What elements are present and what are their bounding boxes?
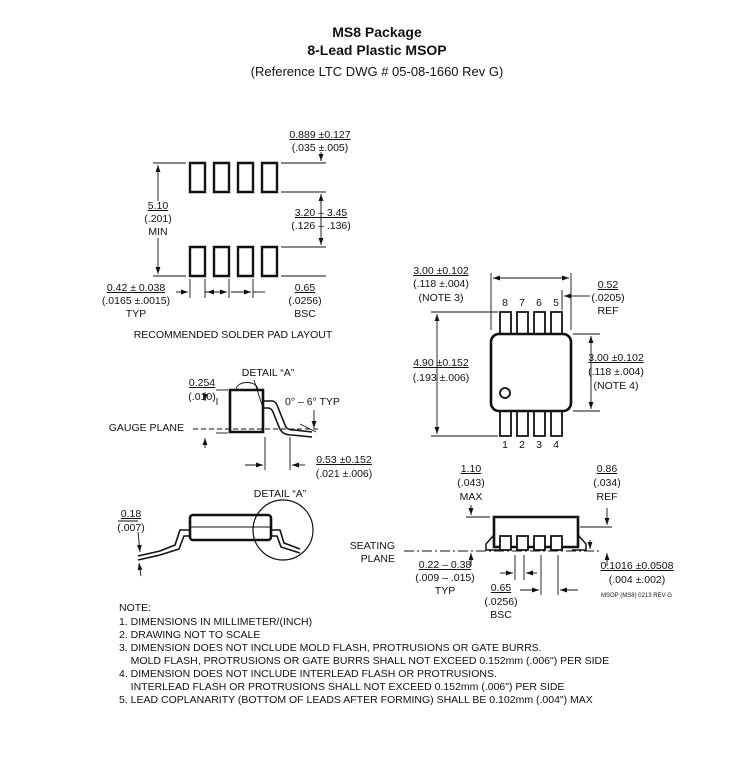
note-line: 4. DIMENSION DOES NOT INCLUDE INTERLEAD … [119, 668, 497, 680]
pin-label: 5 [553, 297, 559, 309]
solder-pad-layout [153, 152, 326, 298]
note-line: 5. LEAD COPLANARITY (BOTTOM OF LEADS AFT… [119, 694, 593, 706]
pad-width-mm: 0.889 ±0.127 [289, 129, 351, 141]
side-thick-in: (.007) [117, 522, 145, 534]
height-in: (.043) [457, 477, 485, 489]
pin-label: 4 [553, 439, 559, 451]
detail-a-label: DETAIL “A” [241, 367, 295, 379]
length-mm: 4.90 ±0.152 [413, 357, 469, 369]
lead-in: (.0205) [591, 292, 625, 304]
side-thick-mm: 0.18 [120, 508, 142, 520]
note-line: 3. DIMENSION DOES NOT INCLUDE MOLD FLASH… [119, 642, 542, 654]
body-note: (NOTE 4) [593, 380, 639, 392]
end-pitch-mm: 0.65 [490, 582, 512, 594]
lead-width-mm: 0.42 ± 0.038 [106, 282, 166, 294]
pad [214, 163, 229, 192]
end-pitch-in: (.0256) [484, 596, 518, 608]
lead-mm: 0.52 [597, 279, 619, 291]
seating-label-1: SEATING [349, 540, 395, 552]
standoff-ref: REF [596, 491, 618, 503]
package-title: MS8 Package [332, 24, 422, 40]
gauge-plane-label: GAUGE PLANE [108, 422, 184, 434]
pad [262, 247, 277, 276]
detail-thick-mm: 0.254 [188, 377, 216, 389]
detail-thick-in: (.010) [188, 391, 216, 403]
lead-width-range-typ: TYP [434, 585, 456, 597]
notes-heading: NOTE: [119, 602, 152, 614]
side-view [118, 500, 313, 576]
span-in: (.201) [144, 213, 172, 225]
pin-label: 8 [502, 297, 508, 309]
foot-in: (.021 ±.006) [315, 468, 373, 480]
pad [190, 247, 205, 276]
pad [238, 247, 253, 276]
pad [238, 163, 253, 192]
offset-mm: 0.1016 ±0.0508 [600, 560, 674, 572]
angle-label: 0° – 6° TYP [285, 396, 340, 408]
lead-width-range-mm: 0.22 – 0.38 [418, 559, 472, 571]
note-line: 2. DRAWING NOT TO SCALE [119, 629, 261, 641]
height-mm: 1.10 [460, 463, 482, 475]
note-line: 1. DIMENSIONS IN MILLIMETER/(INCH) [119, 616, 313, 628]
note-line: MOLD FLASH, PROTRUSIONS OR GATE BURRS SH… [119, 655, 610, 667]
lead-ref: REF [597, 305, 619, 317]
pad [262, 163, 277, 192]
span-mm: 5.10 [147, 200, 169, 212]
standoff-mm: 0.86 [596, 463, 618, 475]
detail-a-section [193, 380, 320, 470]
pin-label: 2 [519, 439, 525, 451]
side-detail-label: DETAIL “A” [253, 488, 307, 500]
pin-label: 3 [536, 439, 542, 451]
end-view [404, 505, 612, 595]
body-in: (.118 ±.004) [588, 366, 644, 378]
end-pitch-bsc: BSC [490, 609, 512, 621]
pad-layout-caption: RECOMMENDED SOLDER PAD LAYOUT [133, 329, 333, 341]
width-in: (.118 ±.004) [413, 278, 469, 290]
lead-width-in: (.0165 ±.0015) [101, 295, 171, 307]
pad-width-in: (.035 ±.005) [291, 142, 349, 154]
pin-label: 6 [536, 297, 542, 309]
pin-label: 1 [502, 439, 508, 451]
pin1-indicator [500, 388, 510, 398]
pitch-in: (.0256) [288, 295, 322, 307]
offset-in: (.004 ±.002) [608, 574, 666, 586]
length-in: (.193 ±.006) [412, 372, 470, 384]
width-note: (NOTE 3) [418, 292, 464, 304]
body-mm: 3.00 ±0.102 [588, 352, 644, 364]
reference-drawing: (Reference LTC DWG # 05-08-1660 Rev G) [250, 64, 504, 79]
pad-length-in: (.126 – .136) [291, 220, 351, 232]
drawing-id: MSOP (MS8) 0213 REV G [601, 593, 672, 599]
note-line: INTERLEAD FLASH OR PROTRUSIONS SHALL NOT… [119, 681, 565, 693]
pad [214, 247, 229, 276]
pin-label: 7 [519, 297, 525, 309]
package-subtitle: 8-Lead Plastic MSOP [307, 42, 447, 58]
standoff-in: (.034) [593, 477, 621, 489]
foot-mm: 0.53 ±0.152 [316, 454, 372, 466]
top-view [431, 273, 600, 436]
width-mm: 3.00 ±0.102 [413, 265, 469, 277]
seating-label-2: PLANE [360, 553, 395, 565]
pitch-mm: 0.65 [294, 282, 316, 294]
height-max: MAX [459, 491, 483, 503]
pad [190, 163, 205, 192]
pad-length-mm: 3.20 – 3.45 [294, 207, 348, 219]
lead-width-typ: TYP [125, 308, 147, 320]
lead-width-range-in: (.009 – .015) [415, 572, 475, 584]
span-min: MIN [148, 226, 168, 238]
pitch-bsc: BSC [294, 308, 316, 320]
